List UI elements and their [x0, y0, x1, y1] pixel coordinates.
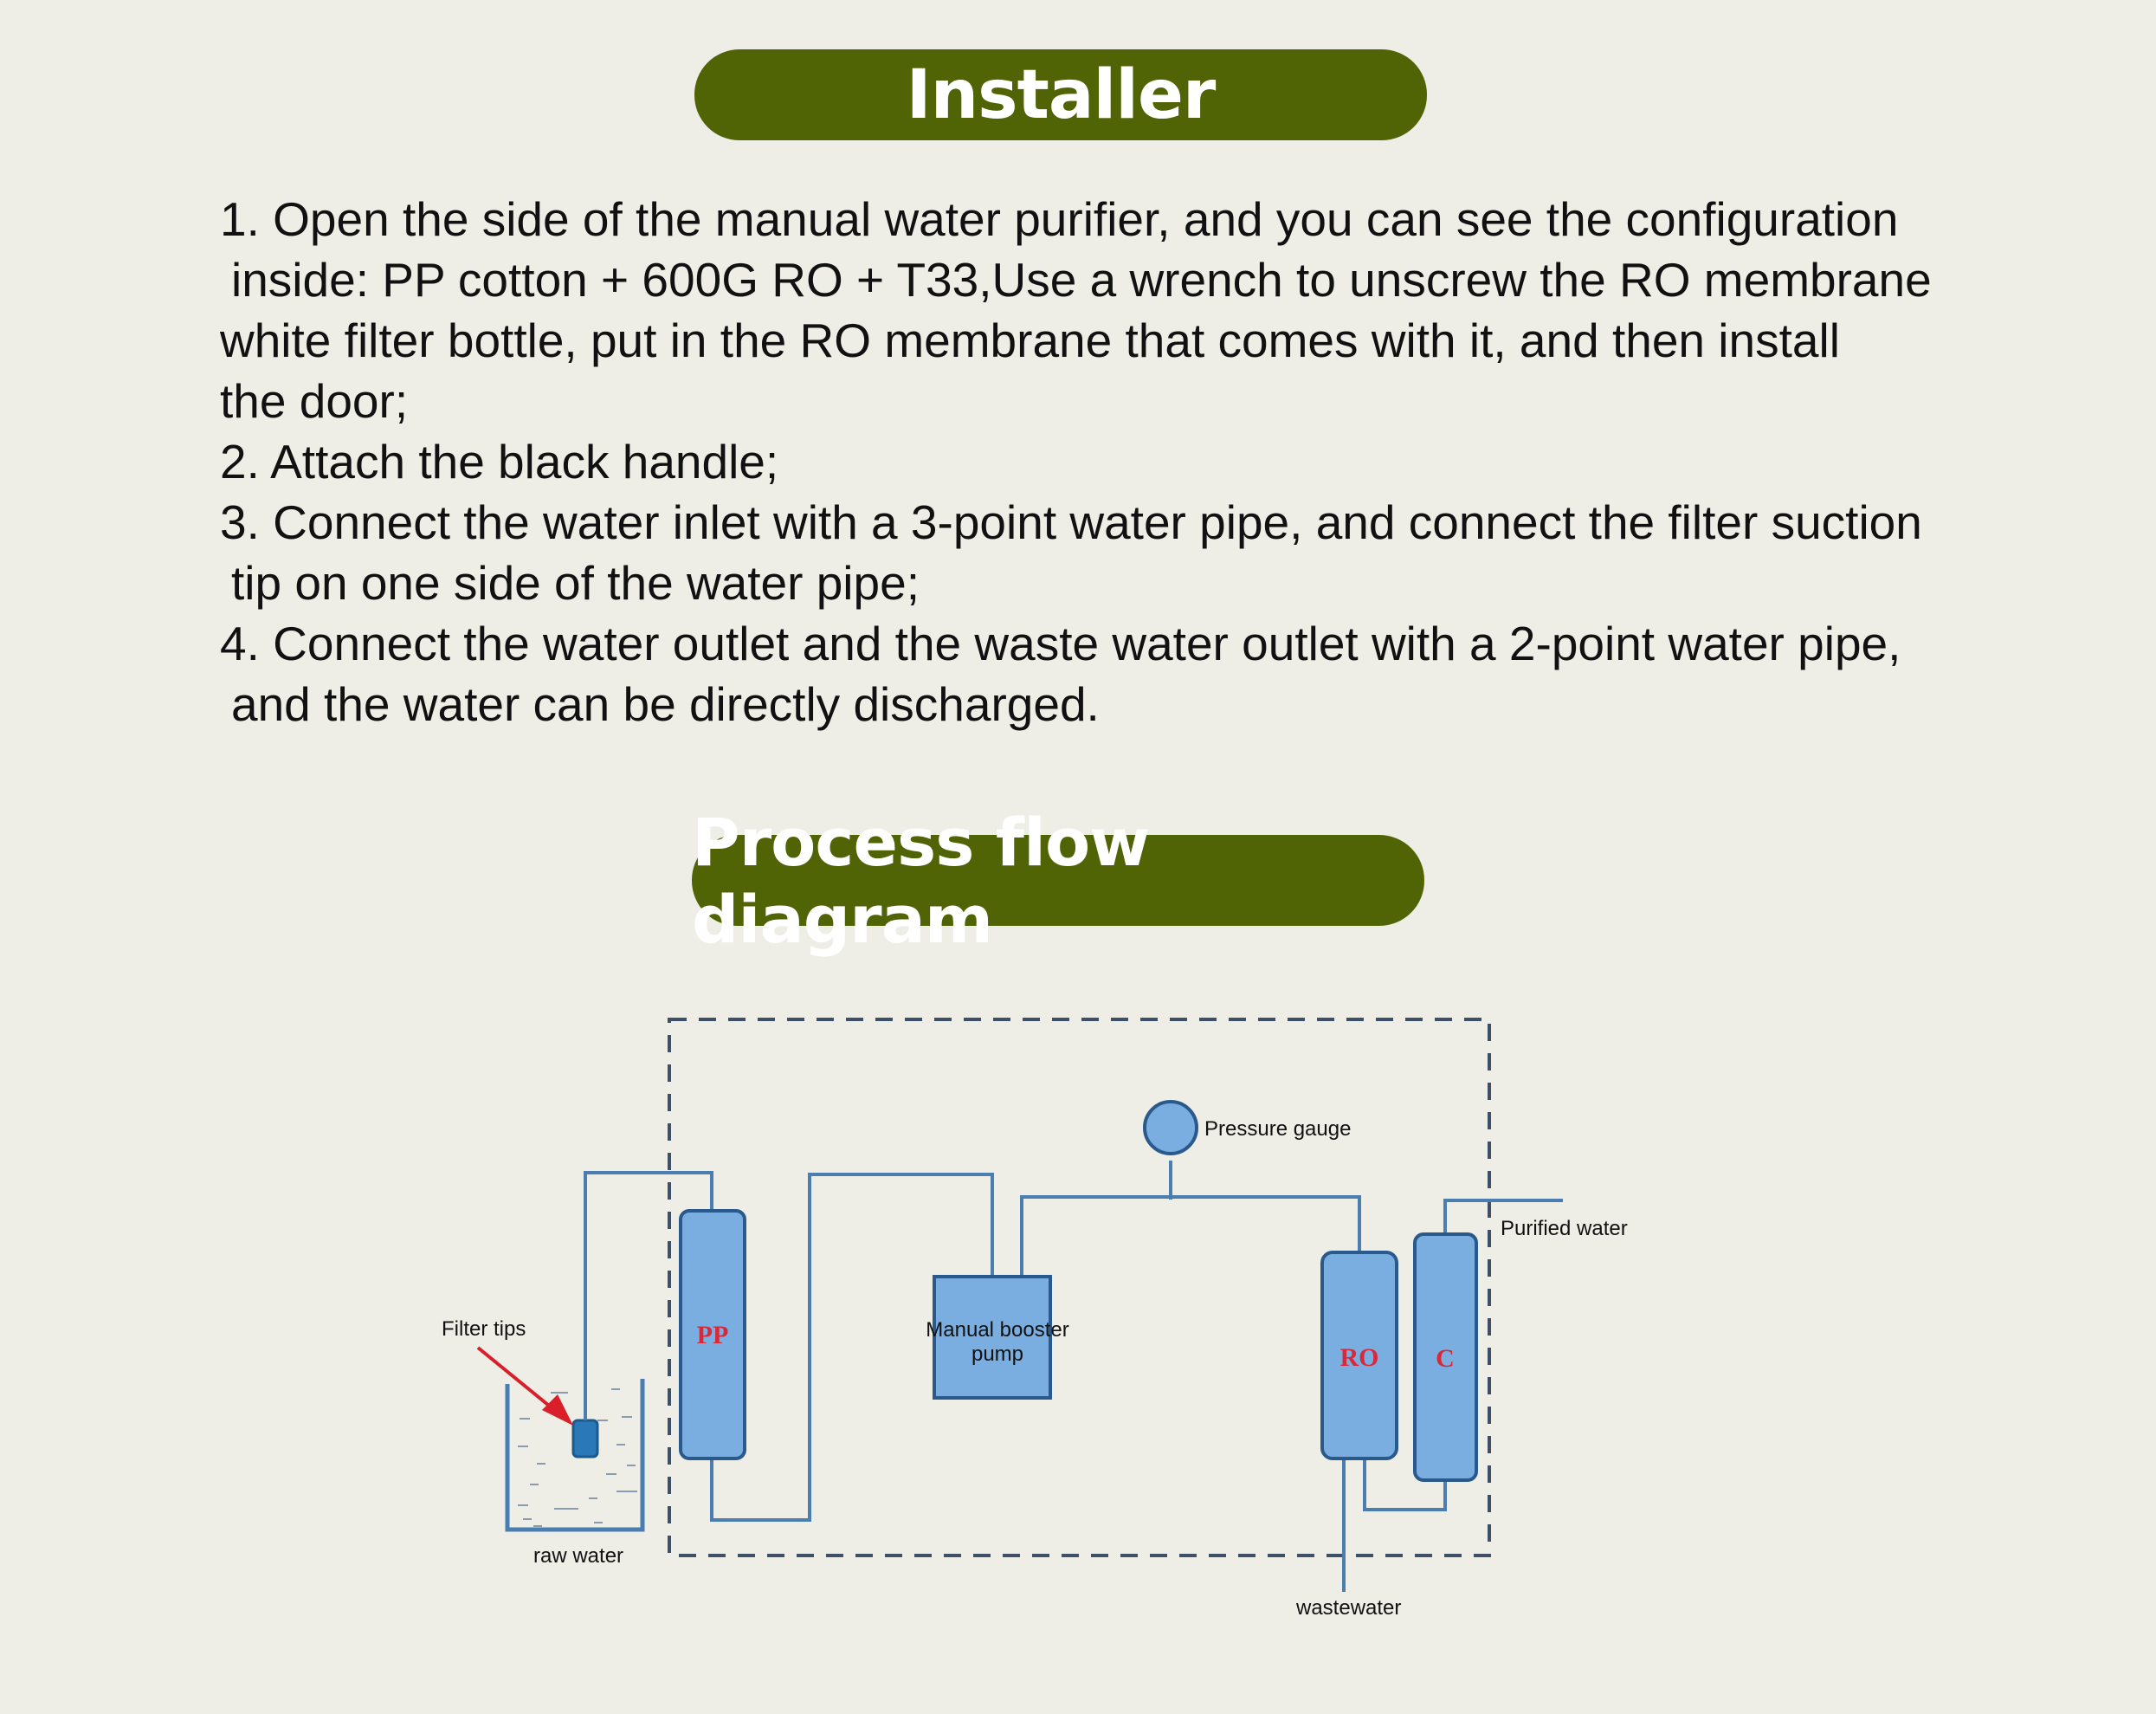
step-line: 1. Open the side of the manual water pur…	[220, 192, 1899, 246]
step-line: inside: PP cotton + 600G RO + T33,Use a …	[231, 253, 1932, 307]
filter-tips-arrow	[476, 1346, 573, 1426]
purifier-enclosure	[668, 1018, 1491, 1557]
installer-title: Installer	[906, 55, 1217, 134]
raw-water-tank	[505, 1379, 645, 1532]
step-line: white filter bottle, put in the RO membr…	[220, 314, 1840, 367]
step-line: 2. Attach the black handle;	[220, 435, 779, 488]
pump-label-line1: Manual booster	[926, 1318, 1068, 1342]
pressure-gauge: Pressure gauge	[1143, 1100, 1351, 1155]
pipes	[584, 1161, 1563, 1592]
pump-label-line2: pump	[971, 1342, 1023, 1366]
raw-water-label: raw water	[533, 1544, 623, 1568]
filter-tip	[571, 1419, 599, 1459]
step-line: 3. Connect the water inlet with a 3-poin…	[220, 495, 1922, 549]
purified-outlet-pipe	[1443, 1199, 1563, 1234]
pressure-gauge-label: Pressure gauge	[1204, 1117, 1351, 1141]
manual-booster-pump: Manual booster pump	[926, 1275, 1069, 1400]
ro-label: RO	[1340, 1343, 1379, 1372]
ro-to-c-pipe	[1363, 1459, 1447, 1511]
pump-to-ro-pipe	[1020, 1195, 1361, 1277]
pp-label: PP	[697, 1321, 729, 1349]
c-cartridge: C	[1413, 1232, 1478, 1482]
pp-cartridge: PP	[679, 1209, 746, 1460]
inlet-pipe	[584, 1171, 713, 1420]
filter-tips-label: Filter tips	[442, 1317, 526, 1341]
installer-header: Installer	[694, 49, 1427, 140]
step-line: 4. Connect the water outlet and the wast…	[220, 617, 1901, 670]
process-flow-header: Process flow diagram	[692, 804, 1424, 958]
step-line: tip on one side of the water pipe;	[231, 556, 920, 610]
wastewater-label: wastewater	[1295, 1596, 1401, 1620]
step-line: and the water can be directly discharged…	[231, 677, 1100, 731]
c-label: C	[1436, 1344, 1455, 1373]
installation-steps: 1. Open the side of the manual water pur…	[220, 189, 2082, 734]
pp-to-pump-pipe	[710, 1173, 994, 1522]
process-flow-title: Process flow diagram	[692, 803, 1150, 958]
purified-water-label: Purified water	[1501, 1217, 1628, 1240]
ro-cartridge: RO	[1320, 1251, 1398, 1460]
step-line: the door;	[220, 374, 409, 428]
